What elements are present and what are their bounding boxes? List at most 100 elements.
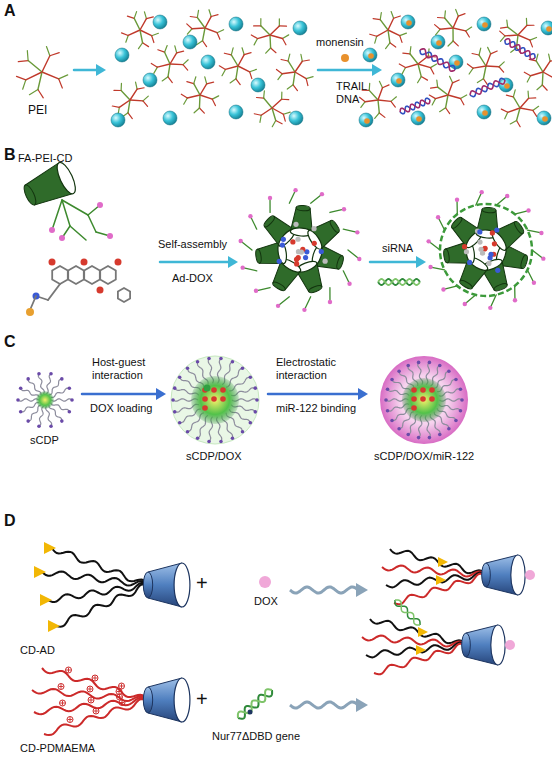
polymer-chain: [276, 120, 282, 123]
polymer-chain: [499, 67, 504, 72]
cyclodextrin-cone: [174, 563, 190, 607]
panel-letter: A: [4, 2, 16, 20]
polymer-chain: [453, 28, 466, 31]
chain-end: [19, 410, 23, 414]
annotation-label: miR-122 binding: [276, 402, 356, 415]
polymer-chain: [391, 101, 395, 107]
polymer-chain: [448, 41, 453, 46]
polymer-chain: [359, 97, 365, 101]
oxygen-atom: [115, 259, 122, 266]
nucleic-acid-helix: [378, 279, 420, 285]
annotation-label: sCDP/DOX: [186, 450, 242, 463]
folate-tip: [248, 214, 252, 218]
cyclodextrin-sphere: [293, 21, 307, 35]
monensin-molecule: [396, 78, 402, 84]
folate-tip: [532, 280, 536, 284]
chain-end: [390, 419, 394, 423]
cationic-charge: [87, 686, 93, 692]
cyclodextrin-cone: [255, 249, 262, 264]
cyclodextrin-cone: [329, 219, 341, 233]
reaction-arrow: [318, 69, 374, 72]
polymer-chain: [467, 64, 473, 68]
polymer-chain: [530, 37, 537, 40]
cationic-charge: [96, 709, 97, 713]
doxorubicin-molecule: [211, 396, 217, 402]
chain-end: [219, 357, 223, 361]
monensin-molecule: [416, 116, 422, 122]
polymer-chain: [126, 35, 128, 42]
doxorubicin-atom: [478, 247, 483, 252]
annotation-label: sCDP: [30, 434, 59, 447]
nucleic-acid-helix: [395, 600, 420, 625]
folate-tip: [526, 208, 530, 212]
polymer-chain: [224, 53, 231, 55]
polymer-chain: [506, 20, 508, 27]
polymer-chain: [379, 113, 385, 117]
doxorubicin-atom: [477, 229, 482, 234]
polymer-chain: [194, 84, 200, 95]
chain-end: [397, 427, 401, 431]
polymer-chain: [278, 74, 282, 80]
annotation-label: PEI: [28, 104, 47, 118]
polymer-chain: [38, 90, 43, 98]
polymer-chain: [269, 35, 271, 48]
doxorubicin-molecule: [202, 396, 208, 402]
doxorubicin-atom: [294, 261, 299, 266]
polymer-chain: [200, 84, 207, 95]
polymer-chain: [39, 406, 44, 426]
chain-end: [454, 419, 458, 423]
cationic-charge: [58, 684, 64, 690]
polymer-chain: [440, 108, 446, 112]
doxorubicin-atom: [290, 239, 295, 244]
polymer-chain: [52, 200, 62, 230]
doxorubicin-atom: [293, 222, 298, 227]
folate-tip: [539, 231, 543, 235]
polymer-chain: [272, 108, 276, 120]
chain-end: [231, 436, 235, 440]
cyclodextrin-sphere: [115, 48, 129, 62]
cyclodextrin-cone: [462, 633, 471, 657]
polymer-core: [36, 391, 54, 409]
cyclodextrin-sphere: [499, 78, 513, 92]
chain-end: [173, 386, 177, 390]
polymer-chain: [499, 62, 504, 67]
cationic-charge: [61, 685, 62, 689]
polymer-chain: [276, 69, 282, 73]
polymer-chain: [254, 25, 261, 26]
nucleic-acid-helix: [238, 689, 272, 718]
adamantane: [26, 308, 34, 316]
polymer-chain: [399, 64, 405, 68]
polymer-chain: [151, 63, 157, 67]
polymer-chain: [38, 72, 42, 90]
polymer-chain: [222, 69, 225, 75]
polymer-chain: [46, 46, 49, 55]
polymer-chain: [257, 35, 270, 39]
doxorubicin-molecule: [204, 385, 211, 392]
polymer-chain: [137, 88, 144, 89]
polymer-chain: [536, 61, 543, 72]
cyclodextrin-sphere: [363, 48, 377, 62]
polymer-chain: [517, 108, 520, 121]
polymer-chain: [518, 35, 530, 40]
chain-end: [406, 364, 410, 368]
cationic-charge: [68, 668, 69, 672]
folate-tip: [513, 298, 517, 302]
cyclodextrin-cone: [336, 255, 345, 270]
polymer-chain: [51, 403, 70, 412]
annotation-label: +: [196, 572, 208, 595]
polymer-chain: [144, 12, 146, 19]
polymer-chain: [181, 94, 187, 98]
polymer-chain: [112, 106, 119, 107]
monensin-molecule: [406, 20, 412, 26]
oxygen-atom: [81, 259, 88, 266]
chain-end: [173, 410, 177, 414]
doxorubicin-molecule: [411, 396, 417, 402]
polymer-chain: [517, 121, 521, 127]
doxorubicin-atom: [477, 239, 482, 244]
polymer-chain: [250, 72, 252, 79]
cyclodextrin-sphere: [537, 111, 551, 125]
polymer-chain: [217, 30, 224, 33]
polymer-chain: [388, 18, 394, 30]
polymer-chain: [187, 82, 194, 84]
polymer-chain: [531, 72, 543, 76]
